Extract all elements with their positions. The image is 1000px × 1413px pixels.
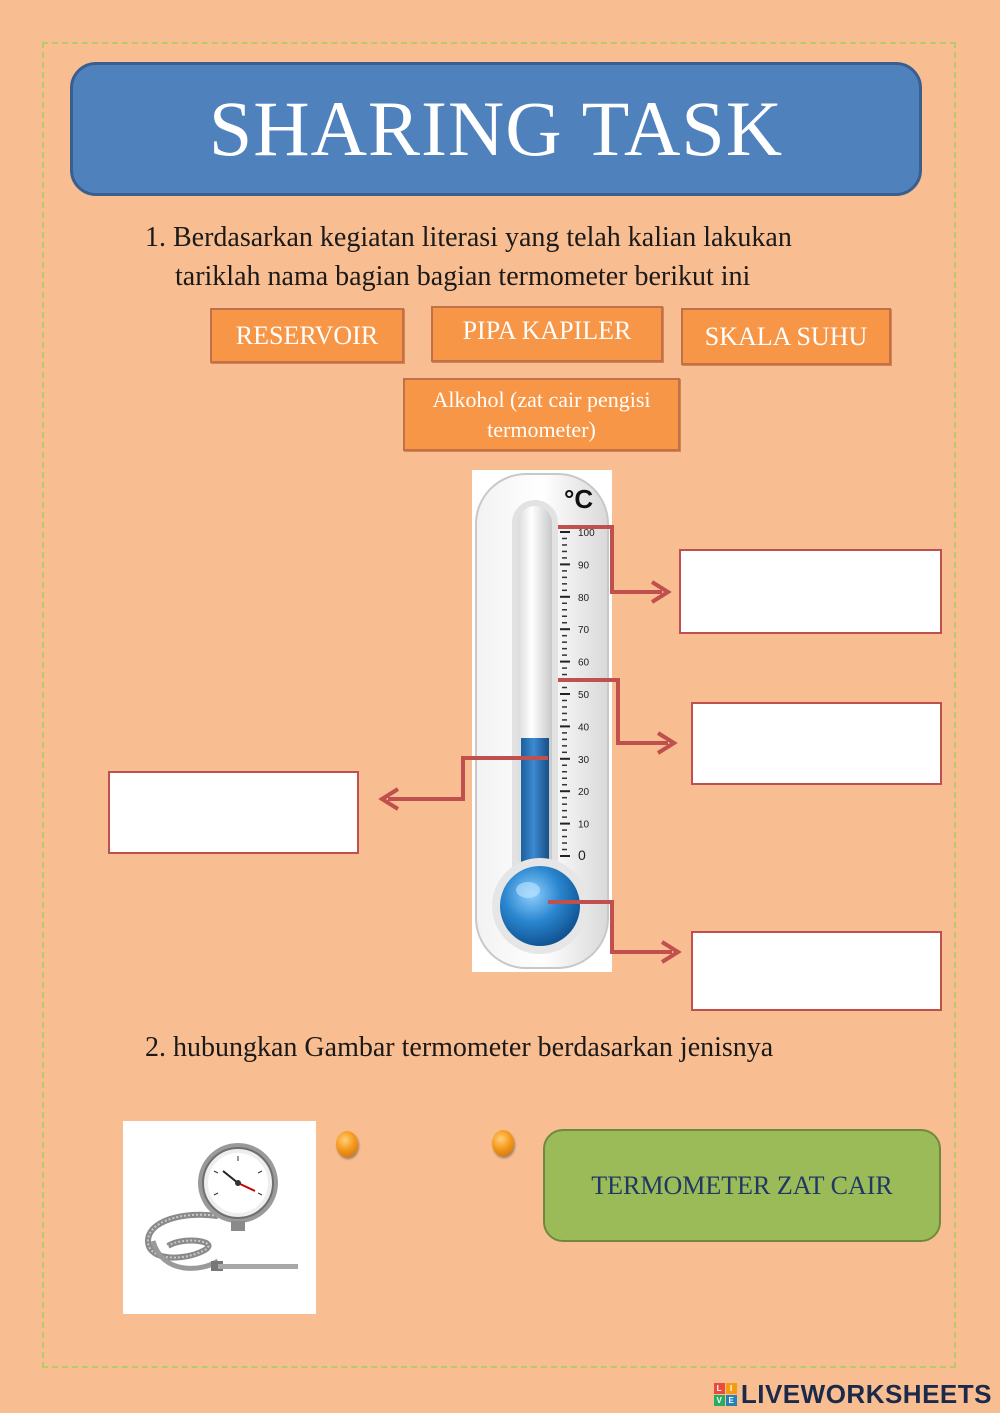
page-title: SHARING TASK bbox=[208, 85, 784, 172]
question-1-line-2: tariklah nama bagian bagian termometer b… bbox=[175, 261, 751, 292]
scale-tick-label: 10 bbox=[578, 820, 590, 831]
drop-zone-alcohol[interactable] bbox=[108, 771, 359, 854]
footer-brand: L I V E LIVEWORKSHEETS bbox=[713, 1378, 992, 1410]
drop-zone-scale[interactable] bbox=[691, 702, 942, 785]
scale-tick-label: 80 bbox=[578, 593, 590, 604]
label-text: Alkohol (zat cair pengisi termometer) bbox=[432, 386, 651, 442]
scale-tick-label: 30 bbox=[578, 755, 590, 766]
match-option-label: TERMOMETER ZAT CAIR bbox=[591, 1170, 893, 1200]
draggable-label-reservoir[interactable]: RESERVOIR bbox=[210, 308, 404, 363]
label-text: RESERVOIR bbox=[235, 320, 379, 350]
question-1-line-1: 1. Berdasarkan kegiatan literasi yang te… bbox=[145, 222, 792, 253]
question-2: 2. hubungkan Gambar termometer berdasark… bbox=[145, 1032, 774, 1063]
scale-tick-label: 70 bbox=[578, 625, 590, 636]
draggable-label-alkohol[interactable]: Alkohol (zat cair pengisi termometer) bbox=[403, 378, 680, 451]
draggable-label-skala-suhu[interactable]: SKALA SUHU bbox=[681, 308, 891, 365]
label-text: PIPA KAPILER bbox=[462, 316, 632, 345]
scale-tick-label: 40 bbox=[578, 722, 590, 733]
label-text: SKALA SUHU bbox=[704, 321, 868, 351]
match-point-image[interactable] bbox=[336, 1131, 358, 1157]
scale-tick-label: 20 bbox=[578, 787, 590, 798]
unit-label: °C bbox=[564, 484, 593, 514]
scale-tick-label: 100 bbox=[578, 528, 595, 539]
liveworksheets-logo-icon: L I V E bbox=[713, 1382, 737, 1406]
match-point-option[interactable] bbox=[492, 1130, 514, 1156]
title-banner: SHARING TASK bbox=[70, 62, 922, 196]
scale-tick-label: 60 bbox=[578, 658, 590, 669]
draggable-label-pipa-kapiler[interactable]: PIPA KAPILER bbox=[431, 306, 663, 362]
dial-thermometer-image bbox=[123, 1121, 316, 1314]
drop-zone-reservoir[interactable] bbox=[691, 931, 942, 1011]
brand-text: LIVEWORKSHEETS bbox=[740, 1378, 992, 1409]
scale-tick-label: 0 bbox=[578, 847, 586, 863]
drop-zone-capillary[interactable] bbox=[679, 549, 942, 634]
scale-tick-label: 90 bbox=[578, 560, 590, 571]
page-border bbox=[42, 42, 956, 1368]
match-option-liquid-thermometer[interactable]: TERMOMETER ZAT CAIR bbox=[543, 1129, 941, 1242]
scale-tick-label: 50 bbox=[578, 690, 590, 701]
